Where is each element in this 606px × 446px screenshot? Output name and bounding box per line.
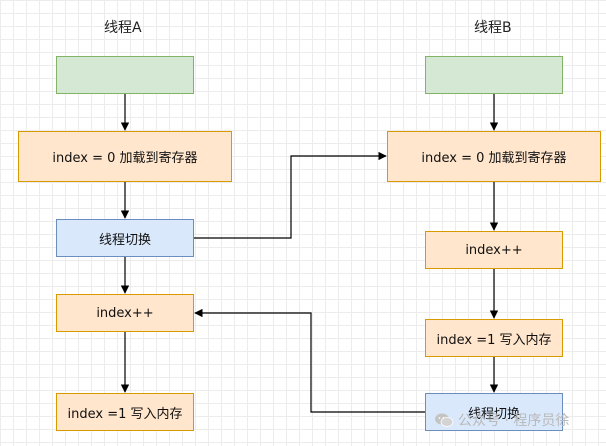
thread-b-title: 线程B — [474, 20, 512, 36]
thread-b-increment-node: index++ — [425, 231, 563, 269]
thread-a-increment-node: index++ — [56, 294, 194, 332]
thread-b-switch-node: 线程切换 — [425, 393, 563, 431]
watermark: 公众号 · 程序员徐 — [434, 410, 569, 430]
thread-a-write-node: index =1 写入内存 — [56, 393, 194, 431]
thread-a-title: 线程A — [104, 20, 142, 36]
thread-b-load-node: index = 0 加载到寄存器 — [387, 131, 601, 182]
wechat-icon — [434, 412, 454, 428]
watermark-text: 公众号 · 程序员徐 — [458, 413, 570, 429]
thread-b-start-node — [425, 56, 563, 94]
thread-a-switch-node: 线程切换 — [56, 219, 194, 257]
thread-b-write-node: index =1 写入内存 — [425, 319, 563, 357]
edge-b4-a3 — [194, 308, 425, 413]
thread-a-load-node: index = 0 加载到寄存器 — [18, 131, 232, 182]
thread-a-start-node — [56, 56, 194, 94]
edge-a2-b1 — [194, 151, 387, 239]
